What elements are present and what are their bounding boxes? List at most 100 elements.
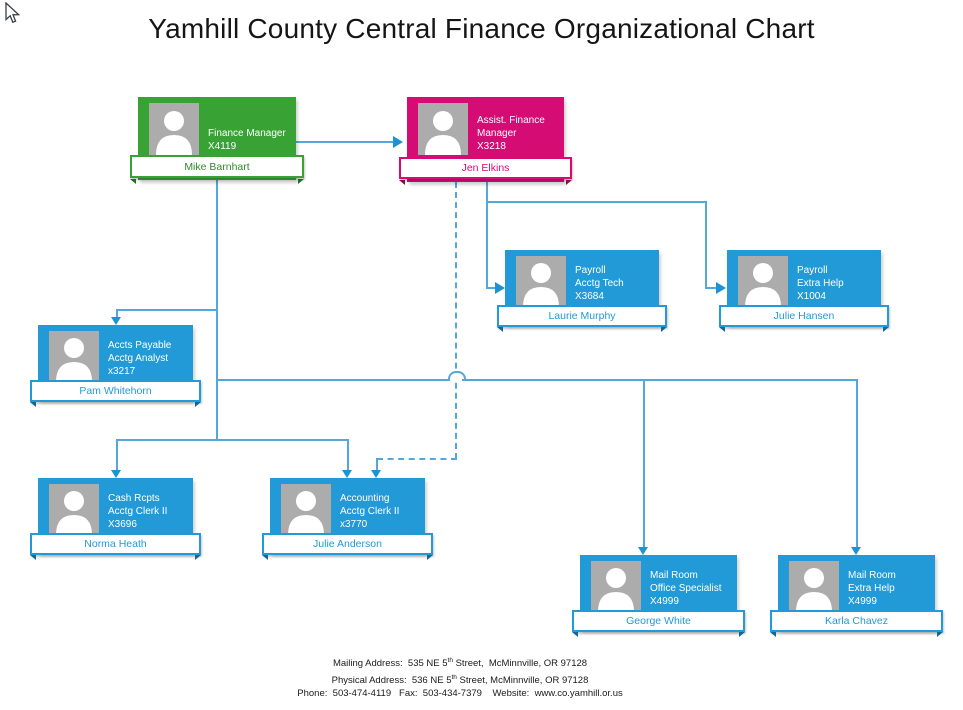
connector-to-norma-drop <box>116 439 118 470</box>
connector-dashed-drop <box>376 458 378 470</box>
role-text: Cash Rcpts Acctg Clerk II X3696 <box>108 492 190 531</box>
arrowhead-into-norma <box>111 470 121 478</box>
role-text: Payroll Acctg Tech X3684 <box>575 264 656 303</box>
connector-line-hop <box>448 371 466 381</box>
person-name: Jen Elkins <box>461 162 510 174</box>
ribbon-fold-left <box>719 327 725 332</box>
footer-address-block: Mailing Address: 535 NE 5th Street, McMi… <box>60 654 860 701</box>
ribbon-fold-right <box>195 555 201 560</box>
ribbon-fold-right <box>566 180 572 185</box>
extension-line: X3696 <box>108 519 137 530</box>
person-name: Mike Barnhart <box>184 160 250 173</box>
person-name: Karla Chavez <box>824 615 889 627</box>
chart-title: Yamhill County Central Finance Organizat… <box>148 13 815 44</box>
extension-line: X3218 <box>477 141 506 152</box>
name-plate: George White <box>572 610 745 632</box>
ribbon-fold-right <box>937 632 943 637</box>
arrowhead-into-laurie <box>495 282 505 294</box>
extension-line: X4999 <box>848 596 877 607</box>
person-photo-placeholder-icon <box>738 256 788 307</box>
mouse-cursor-icon <box>5 2 21 24</box>
role-line: Acctg Analyst <box>108 353 169 364</box>
person-photo-placeholder-icon <box>591 561 641 612</box>
person-photo-placeholder-icon <box>49 331 99 382</box>
person-name: Julie Anderson <box>313 538 382 550</box>
role-text: Mail Room Office Specialist X4999 <box>650 569 734 608</box>
connector-to-laurie-stub <box>486 287 497 289</box>
role-text: Finance Manager X4119 <box>208 127 293 153</box>
ribbon-fold-left <box>30 555 36 560</box>
role-text: Assist. Finance Manager X3218 <box>477 114 561 153</box>
extension-line: X4119 <box>208 141 237 152</box>
connector-to-julie-anderson-drop <box>347 439 349 470</box>
connector-dashed-horizontal <box>377 458 457 460</box>
connector-to-hansen-vertical <box>705 201 707 289</box>
ribbon-fold-left <box>130 179 136 184</box>
extension-line: X3684 <box>575 291 604 302</box>
connector-to-karla-drop <box>856 379 858 547</box>
name-plate: Karla Chavez <box>770 610 943 632</box>
role-text: Accts Payable Acctg Analyst x3217 <box>108 339 190 378</box>
person-photo-placeholder-icon <box>149 103 199 155</box>
name-plate: Mike Barnhart <box>130 155 304 178</box>
connector-to-hansen-stub <box>705 287 718 289</box>
org-node-payroll-extra-help: Payroll Extra Help X1004 Julie Hansen <box>719 250 889 332</box>
arrowhead-dashed-into-julie-anderson <box>371 470 381 478</box>
role-line: Accounting <box>340 493 390 504</box>
physical-address-line: Physical Address: 536 NE 5th Street, McM… <box>331 673 589 686</box>
person-photo-placeholder-icon <box>418 103 468 155</box>
role-line: Mail Room <box>650 570 698 581</box>
role-line: Office Specialist <box>650 583 722 594</box>
extension-line: x3770 <box>340 519 368 530</box>
person-name: Pam Whitehorn <box>79 385 152 397</box>
ribbon-fold-left <box>30 402 36 407</box>
ribbon-fold-left <box>399 180 405 185</box>
connector-jen-vertical <box>486 182 488 289</box>
org-node-cash-rcpts: Cash Rcpts Acctg Clerk II X3696 Norma He… <box>30 478 201 560</box>
connector-jen-branch-horizontal <box>486 201 707 203</box>
org-node-finance-manager: Finance Manager X4119 Mike Barnhart <box>130 97 304 184</box>
connector-to-pam-drop <box>116 309 118 319</box>
role-line: Manager <box>477 128 517 139</box>
name-plate: Norma Heath <box>30 533 201 555</box>
role-line: Acctg Tech <box>575 278 624 289</box>
name-plate: Julie Anderson <box>262 533 433 555</box>
org-node-payroll-acctg-tech: Payroll Acctg Tech X3684 Laurie Murphy <box>497 250 667 332</box>
connector-to-george-drop <box>643 379 645 547</box>
role-line: Cash Rcpts <box>108 493 160 504</box>
role-line: Acctg Clerk II <box>108 506 168 517</box>
extension-line: x3217 <box>108 366 136 377</box>
ribbon-fold-right <box>298 179 304 184</box>
arrowhead-into-assist-manager <box>393 136 403 148</box>
name-plate: Julie Hansen <box>719 305 889 327</box>
connector-bottom-row-horizontal <box>116 439 349 441</box>
role-line: Acctg Clerk II <box>340 506 400 517</box>
role-line: Payroll <box>797 265 828 276</box>
ribbon-fold-right <box>195 402 201 407</box>
extension-line: X4999 <box>650 596 679 607</box>
connector-to-pam-horizontal <box>116 309 218 311</box>
role-line: Mail Room <box>848 570 896 581</box>
connector-finance-to-assist <box>296 141 394 143</box>
connector-mailroom-horizontal-right <box>462 379 858 381</box>
role-line: Finance Manager <box>208 128 286 139</box>
arrowhead-into-hansen <box>716 282 726 294</box>
person-name: George White <box>626 615 691 627</box>
arrowhead-into-george <box>638 547 648 555</box>
ribbon-fold-right <box>883 327 889 332</box>
ribbon-fold-right <box>739 632 745 637</box>
arrowhead-into-karla <box>851 547 861 555</box>
person-photo-placeholder-icon <box>49 484 99 535</box>
ribbon-fold-left <box>262 555 268 560</box>
connector-mailroom-horizontal-left <box>216 379 448 381</box>
name-plate: Laurie Murphy <box>497 305 667 327</box>
role-line: Extra Help <box>797 278 844 289</box>
connector-dashed-jen-to-julie-anderson-vertical <box>455 182 457 459</box>
role-line: Payroll <box>575 265 606 276</box>
ribbon-fold-left <box>497 327 503 332</box>
person-photo-placeholder-icon <box>789 561 839 612</box>
role-text: Mail Room Extra Help X4999 <box>848 569 932 608</box>
org-node-mail-room-office-specialist: Mail Room Office Specialist X4999 George… <box>572 555 745 637</box>
phone-fax-website-line: Phone: 503-474-4119 Fax: 503-434-7379 We… <box>297 688 623 700</box>
